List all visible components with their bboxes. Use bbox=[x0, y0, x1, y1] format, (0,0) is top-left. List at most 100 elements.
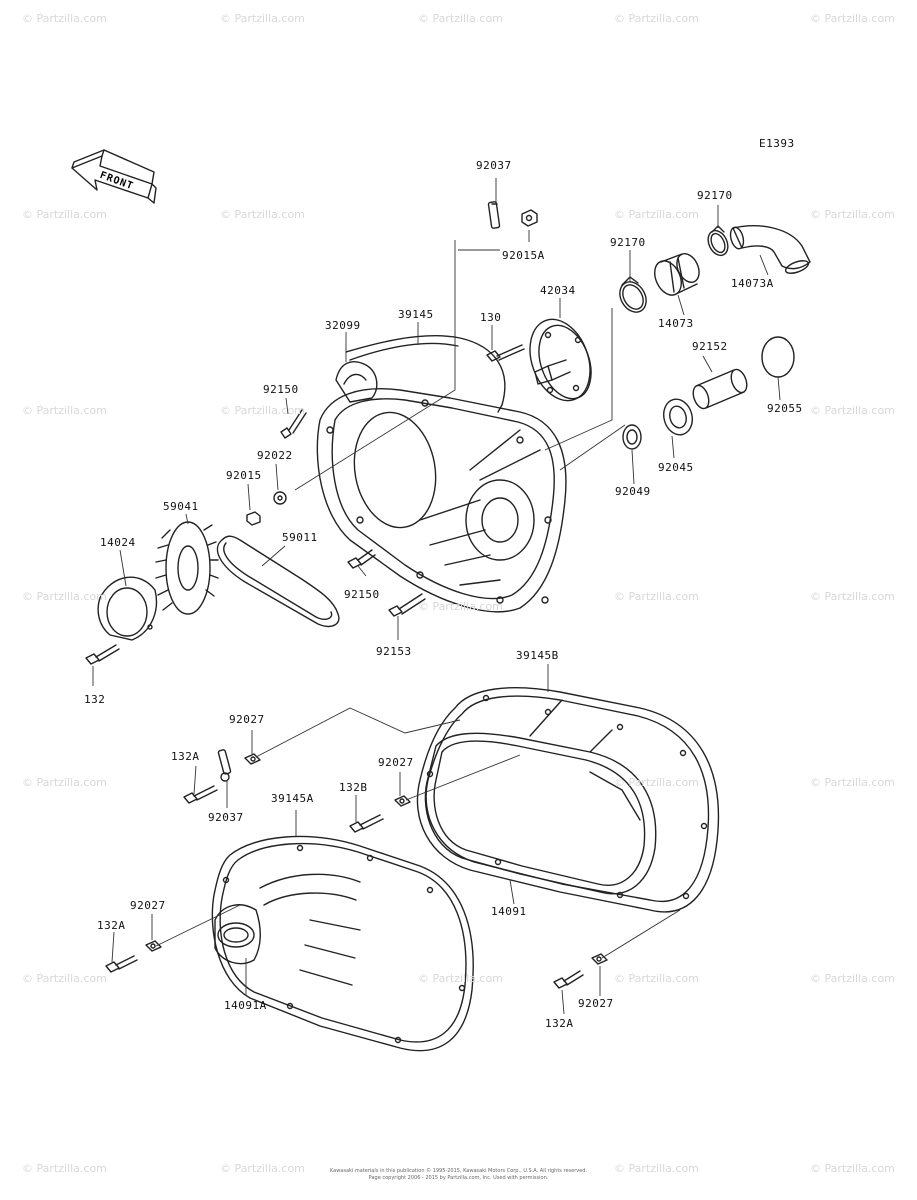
copyright-line-1: Kawasaki materials in this publication ©… bbox=[329, 1168, 588, 1174]
watermark: © Partzilla.com bbox=[220, 404, 305, 417]
part-39145B bbox=[416, 687, 720, 913]
watermark: © Partzilla.com bbox=[220, 208, 305, 221]
part-label[interactable]: 92037 bbox=[476, 159, 512, 172]
part-132B bbox=[349, 814, 384, 833]
watermark: © Partzilla.com bbox=[418, 600, 503, 613]
watermark: © Partzilla.com bbox=[810, 404, 895, 417]
part-label[interactable]: 92049 bbox=[615, 485, 651, 498]
watermark: © Partzilla.com bbox=[614, 972, 699, 985]
part-label[interactable]: 92055 bbox=[767, 402, 803, 415]
part-label[interactable]: 92022 bbox=[257, 449, 293, 462]
part-132 bbox=[85, 644, 120, 665]
part-label[interactable]: 92150 bbox=[263, 383, 299, 396]
part-label[interactable]: 92170 bbox=[697, 189, 733, 202]
part-label[interactable]: 92027 bbox=[578, 997, 614, 1010]
part-59041 bbox=[155, 521, 219, 615]
part-label[interactable]: 14024 bbox=[100, 536, 136, 549]
part-39145 bbox=[345, 335, 506, 413]
watermark: © Partzilla.com bbox=[22, 404, 107, 417]
watermark: © Partzilla.com bbox=[220, 1162, 305, 1175]
part-label[interactable]: 59041 bbox=[163, 500, 199, 513]
part-label[interactable]: 92027 bbox=[229, 713, 265, 726]
watermark: © Partzilla.com bbox=[614, 776, 699, 789]
part-92015A bbox=[521, 209, 538, 227]
part-label[interactable]: 14091A bbox=[224, 999, 267, 1012]
part-label[interactable]: 92027 bbox=[378, 756, 414, 769]
part-92022 bbox=[273, 491, 287, 505]
part-92027-lower-left bbox=[145, 940, 162, 952]
part-92045 bbox=[662, 398, 694, 436]
part-label[interactable]: 130 bbox=[480, 311, 502, 324]
part-130 bbox=[486, 344, 525, 362]
part-label[interactable]: 92015A bbox=[502, 249, 545, 262]
part-label[interactable]: 14091 bbox=[491, 905, 527, 918]
part-label[interactable]: 92015 bbox=[226, 469, 262, 482]
part-92049 bbox=[622, 424, 642, 450]
part-92027-upper-left bbox=[244, 753, 261, 765]
front-arrow-icon bbox=[71, 149, 157, 204]
part-label[interactable]: 92150 bbox=[344, 588, 380, 601]
watermark: © Partzilla.com bbox=[22, 776, 107, 789]
watermark: © Partzilla.com bbox=[22, 1162, 107, 1175]
watermark: © Partzilla.com bbox=[810, 972, 895, 985]
watermark: © Partzilla.com bbox=[810, 12, 895, 25]
part-14091A bbox=[211, 835, 474, 1052]
part-132A-lower-left bbox=[105, 955, 138, 973]
part-59011 bbox=[216, 535, 340, 628]
part-label[interactable]: 92045 bbox=[658, 461, 694, 474]
part-132A-upper bbox=[183, 785, 218, 804]
part-92170-middle bbox=[619, 276, 647, 313]
part-92153 bbox=[388, 593, 426, 617]
part-label[interactable]: 39145A bbox=[271, 792, 314, 805]
part-label[interactable]: 92027 bbox=[130, 899, 166, 912]
watermark: © Partzilla.com bbox=[810, 776, 895, 789]
part-32099 bbox=[335, 361, 378, 403]
part-label[interactable]: 32099 bbox=[325, 319, 361, 332]
part-label[interactable]: 132A bbox=[171, 750, 200, 763]
watermark: © Partzilla.com bbox=[614, 1162, 699, 1175]
diagram-code: E1393 bbox=[759, 137, 795, 150]
part-92055 bbox=[761, 336, 795, 378]
part-label[interactable]: 92170 bbox=[610, 236, 646, 249]
part-92027-mid bbox=[394, 795, 411, 807]
part-14024 bbox=[97, 576, 158, 641]
part-92037-top bbox=[487, 201, 501, 229]
part-92150-lower bbox=[347, 549, 376, 569]
part-label[interactable]: 42034 bbox=[540, 284, 576, 297]
part-132A-lower-right bbox=[553, 970, 584, 989]
part-92152 bbox=[692, 368, 748, 410]
watermark: © Partzilla.com bbox=[22, 590, 107, 603]
watermark: © Partzilla.com bbox=[220, 12, 305, 25]
leader-lines bbox=[92, 178, 781, 1015]
watermark: © Partzilla.com bbox=[614, 590, 699, 603]
watermark: © Partzilla.com bbox=[22, 972, 107, 985]
part-92150-upper bbox=[280, 409, 307, 439]
part-label[interactable]: 14073A bbox=[731, 277, 774, 290]
watermark: © Partzilla.com bbox=[22, 12, 107, 25]
watermark: © Partzilla.com bbox=[810, 1162, 895, 1175]
copyright-line-2: Page copyright 2006 - 2015 by Partzilla.… bbox=[368, 1175, 549, 1181]
part-label[interactable]: 132B bbox=[339, 781, 368, 794]
part-label[interactable]: 39145 bbox=[398, 308, 434, 321]
part-92037-left bbox=[217, 749, 232, 782]
watermark: © Partzilla.com bbox=[418, 972, 503, 985]
watermark: © Partzilla.com bbox=[418, 12, 503, 25]
part-label[interactable]: 132A bbox=[545, 1017, 574, 1030]
watermark: © Partzilla.com bbox=[614, 208, 699, 221]
part-label[interactable]: 92152 bbox=[692, 340, 728, 353]
part-label[interactable]: 92037 bbox=[208, 811, 244, 824]
part-92027-lower-right bbox=[591, 953, 608, 965]
part-label[interactable]: 132A bbox=[97, 919, 126, 932]
part-label[interactable]: 59011 bbox=[282, 531, 318, 544]
part-label[interactable]: 39145B bbox=[516, 649, 559, 662]
part-14073A bbox=[729, 225, 811, 274]
watermark: © Partzilla.com bbox=[810, 208, 895, 221]
part-label[interactable]: 92153 bbox=[376, 645, 412, 658]
watermark: © Partzilla.com bbox=[22, 208, 107, 221]
watermark: © Partzilla.com bbox=[614, 12, 699, 25]
part-92170-upper bbox=[707, 225, 729, 257]
part-label[interactable]: 14073 bbox=[658, 317, 694, 330]
part-42034 bbox=[529, 318, 592, 402]
part-label[interactable]: 132 bbox=[84, 693, 106, 706]
